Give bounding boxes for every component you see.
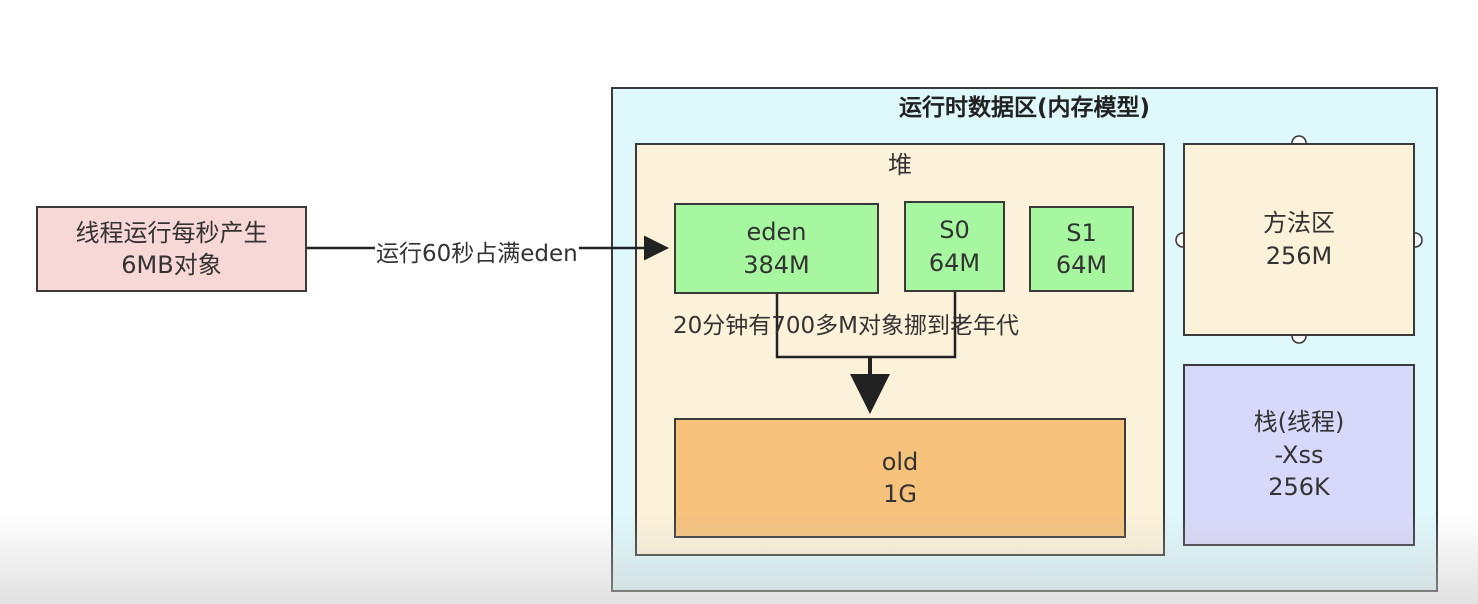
stack-param: -Xss	[1274, 440, 1324, 469]
promotion-note: 20分钟有700多M对象挪到老年代	[673, 313, 1020, 339]
stack-name: 栈(线程)	[1253, 408, 1345, 437]
eden-fill-label: 运行60秒占满eden	[375, 234, 579, 268]
s0-box: S0 64M	[904, 201, 1005, 292]
bottom-shadow	[0, 514, 1478, 604]
heap-title: 堆	[888, 151, 912, 179]
eden-name: eden	[746, 218, 807, 247]
method-area-size: 256M	[1265, 241, 1333, 270]
eden-size: 384M	[743, 250, 810, 279]
eden-box: eden 384M	[674, 203, 879, 294]
s1-box: S1 64M	[1029, 206, 1134, 292]
eden-promotion-connector	[775, 294, 870, 359]
s0-name: S0	[939, 216, 970, 245]
old-gen-size: 1G	[883, 480, 917, 508]
s1-name: S1	[1066, 218, 1097, 247]
method-area-name: 方法区	[1263, 209, 1335, 238]
method-area-box[interactable]: 方法区 256M	[1183, 143, 1415, 336]
thread-object-source-box: 线程运行每秒产生 6MB对象	[36, 206, 307, 292]
s1-size: 64M	[1055, 251, 1108, 279]
stack-size: 256K	[1268, 473, 1330, 502]
thread-box-line1: 线程运行每秒产生	[75, 218, 268, 247]
thread-box-line2: 6MB对象	[121, 251, 222, 279]
old-gen-name: old	[881, 447, 919, 476]
runtime-data-area-title: 运行时数据区(内存模型)	[898, 95, 1151, 121]
s0-promotion-connector	[870, 292, 957, 359]
s0-size: 64M	[928, 248, 981, 277]
